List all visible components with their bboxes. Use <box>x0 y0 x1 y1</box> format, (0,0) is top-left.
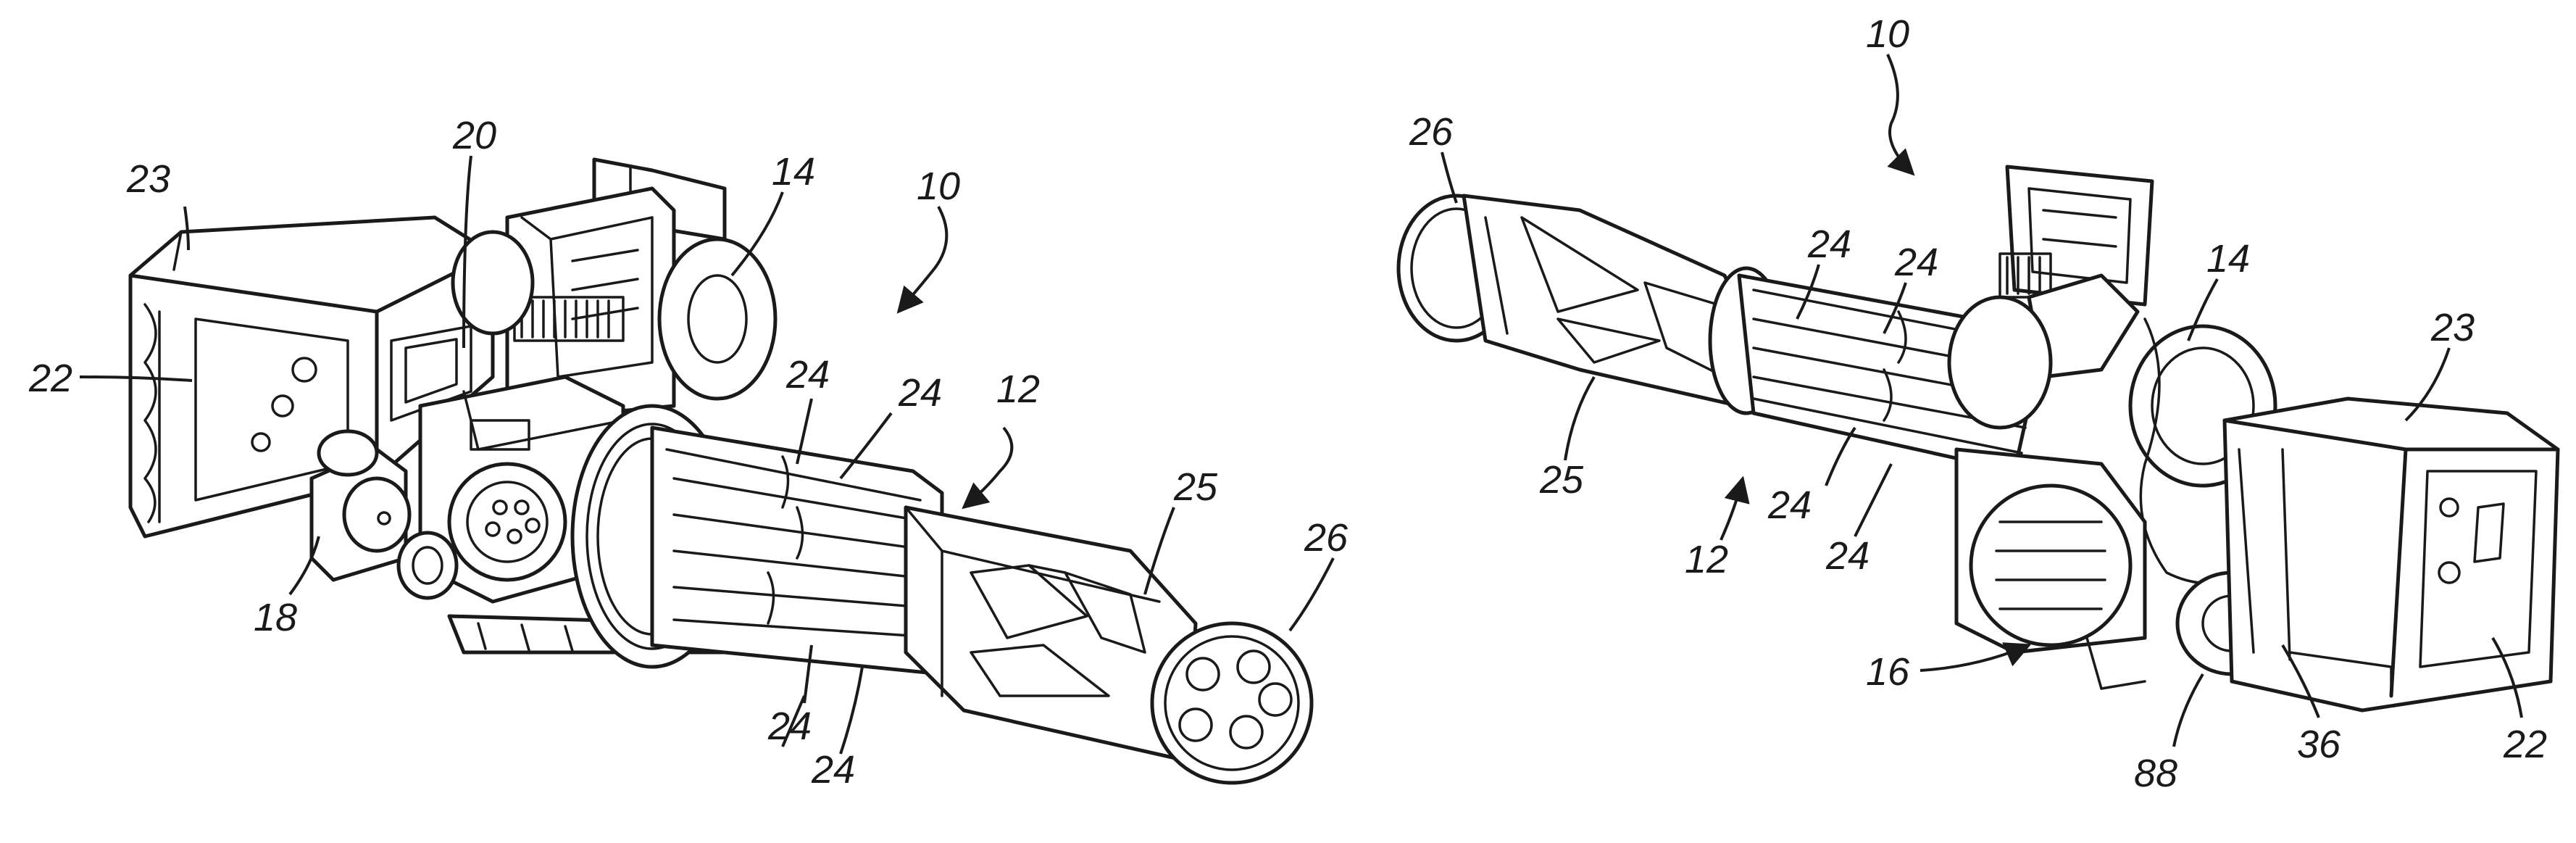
ref-24-left-b: 24 <box>898 371 942 415</box>
ref-14-left: 14 <box>772 150 815 194</box>
left-muzzle <box>1152 623 1312 783</box>
ref-12-right: 12 <box>1685 538 1728 581</box>
right-rear-housing <box>2225 399 2558 710</box>
ref-88-right: 88 <box>2134 752 2177 795</box>
ref-26-right: 26 <box>1409 110 1454 154</box>
ref-24-right-a: 24 <box>1807 223 1851 266</box>
ref-22-right: 22 <box>2503 723 2547 766</box>
ref-25-left: 25 <box>1173 465 1218 509</box>
left-barrel-shroud <box>906 507 1196 761</box>
ref-24-right-d: 24 <box>1825 534 1870 578</box>
ref-20-left: 20 <box>452 114 496 157</box>
ref-14-right: 14 <box>2206 237 2250 281</box>
right-barrel-shroud <box>1464 196 1754 406</box>
ref-24-left-a: 24 <box>785 353 830 396</box>
ref-26-left: 26 <box>1304 516 1349 560</box>
ref-10-left: 10 <box>917 165 960 208</box>
ref-25-right: 25 <box>1539 458 1584 502</box>
left-feeder-assembly <box>453 159 775 420</box>
ref-18-left: 18 <box>254 596 297 639</box>
ref-24-right-c: 24 <box>1767 483 1812 527</box>
ref-12-left: 12 <box>996 367 1040 411</box>
ref-23-left: 23 <box>126 157 170 201</box>
right-gun-view: 10 26 24 24 14 23 25 12 24 24 16 88 36 2… <box>1399 12 2558 795</box>
ref-24-right-b: 24 <box>1894 241 1938 284</box>
ref-22-left: 22 <box>28 357 72 400</box>
ref-23-right: 23 <box>2430 306 2475 349</box>
ref-16-right: 16 <box>1866 650 1910 694</box>
left-barrel-cluster <box>652 428 942 674</box>
ref-10-right: 10 <box>1866 12 1909 56</box>
ref-36-right: 36 <box>2297 723 2341 766</box>
ref-24-left-c: 24 <box>767 705 812 748</box>
left-gun-view: 23 20 14 10 22 24 24 12 25 26 18 24 24 2… <box>28 114 1349 792</box>
